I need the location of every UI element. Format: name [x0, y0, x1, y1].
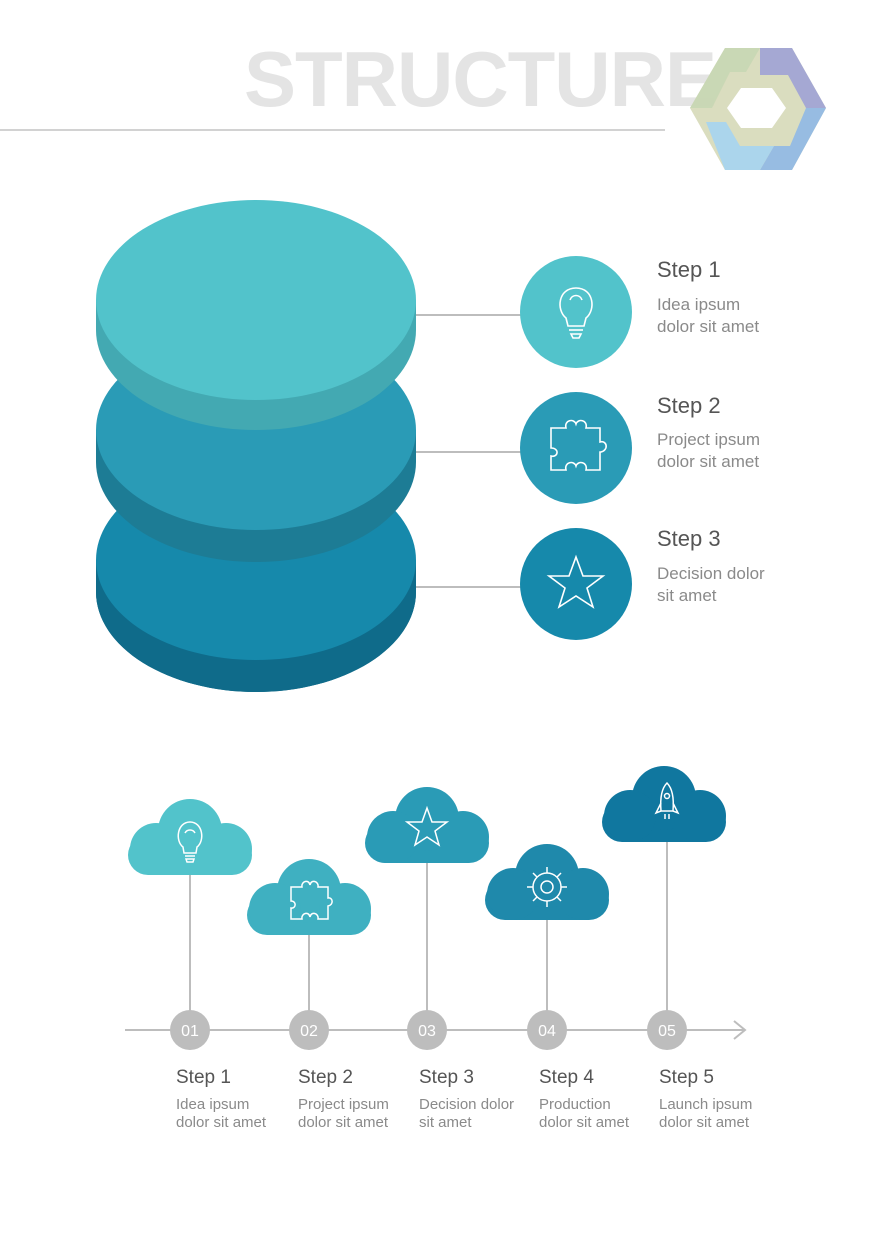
timeline-title-4: Step 4 — [539, 1067, 594, 1088]
stack-step-desc-3: Decision dolor sit amet — [657, 564, 765, 605]
timeline-node-2: 02 — [289, 1010, 329, 1050]
stack-step-title-1: Step 1 — [657, 257, 721, 282]
stack-step-title-2: Step 2 — [657, 393, 721, 418]
step-circle-1 — [520, 256, 632, 368]
timeline-desc-2: Project ipsum dolor sit amet — [298, 1096, 389, 1131]
stack-step-desc-1: Idea ipsum dolor sit amet — [657, 295, 760, 336]
step-circle-2 — [520, 392, 632, 504]
gear-icon — [527, 867, 567, 907]
step-circle-3 — [520, 528, 632, 640]
timeline-desc-4: Production dolor sit amet — [539, 1096, 630, 1131]
timeline-node-4: 04 — [527, 1010, 567, 1050]
stack-step-title-3: Step 3 — [657, 526, 721, 551]
header-divider — [0, 129, 665, 131]
timeline-stems — [189, 838, 668, 1012]
timeline-desc-5: Launch ipsum dolor sit amet — [659, 1096, 753, 1131]
star-icon — [404, 805, 450, 847]
puzzle-icon — [290, 880, 333, 920]
node-number: 02 — [300, 1023, 318, 1040]
lightbulb-icon — [177, 821, 203, 863]
timeline-desc-3: Decision dolor sit amet — [419, 1096, 515, 1131]
timeline-node-5: 05 — [647, 1010, 687, 1050]
node-number: 01 — [181, 1023, 199, 1040]
page-title: STRUCTURE — [244, 35, 717, 123]
cloud-3 — [365, 787, 489, 863]
timeline-node-3: 03 — [407, 1010, 447, 1050]
cloud-4 — [485, 844, 609, 920]
timeline-desc-1: Idea ipsum dolor sit amet — [176, 1096, 267, 1131]
node-number: 05 — [658, 1023, 676, 1040]
timeline-title-3: Step 3 — [419, 1067, 474, 1088]
cloud-5 — [602, 766, 726, 842]
node-number: 04 — [538, 1023, 556, 1040]
timeline-title-1: Step 1 — [176, 1067, 231, 1088]
node-number: 03 — [418, 1023, 436, 1040]
timeline-title-2: Step 2 — [298, 1067, 353, 1088]
disc-1 — [96, 200, 416, 430]
cloud-1 — [128, 799, 252, 875]
timeline-title-5: Step 5 — [659, 1067, 714, 1088]
timeline-node-1: 01 — [170, 1010, 210, 1050]
rocket-icon — [654, 781, 680, 819]
stack-step-desc-2: Project ipsum dolor sit amet — [657, 430, 760, 471]
puzzle-icon — [550, 419, 607, 471]
hexagon-logo — [690, 48, 826, 170]
stack-connectors — [415, 314, 522, 588]
cylinder-stack — [96, 200, 416, 692]
lightbulb-icon — [559, 287, 593, 339]
cloud-2 — [247, 859, 371, 935]
star-icon — [546, 554, 606, 609]
